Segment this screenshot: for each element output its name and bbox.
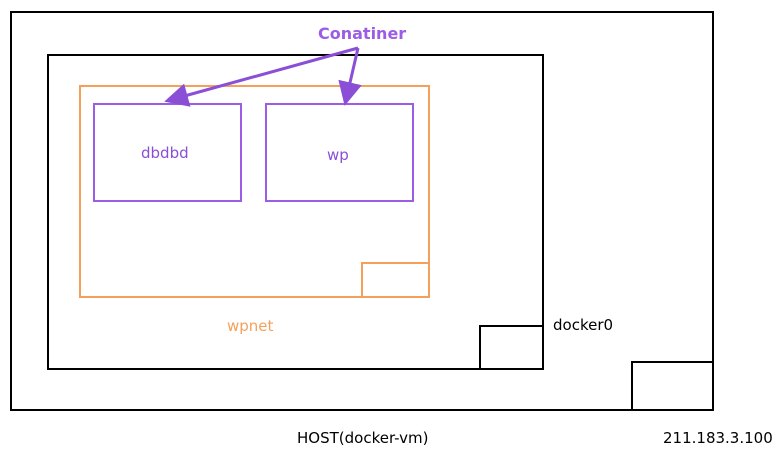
- docker0-label: docker0: [553, 316, 614, 334]
- docker0-bridge-box: [479, 325, 544, 370]
- arrow-to-wp: [338, 47, 362, 106]
- arrow-to-dbdbd: [164, 46, 359, 107]
- host-label: HOST(docker-vm): [297, 429, 429, 447]
- container-label: Conatiner: [318, 24, 407, 43]
- host-ip-label: 211.183.3.100: [663, 429, 773, 447]
- wpnet-label: wpnet: [227, 317, 274, 335]
- dbdbd-label: dbdbd: [141, 144, 189, 162]
- wp-label: wp: [327, 146, 349, 164]
- wpnet-network-box: [79, 85, 430, 298]
- docker-engine-box: [47, 54, 544, 370]
- wpnet-bridge-box: [361, 262, 430, 298]
- host-interface-box: [631, 361, 714, 411]
- host-box: [10, 11, 714, 411]
